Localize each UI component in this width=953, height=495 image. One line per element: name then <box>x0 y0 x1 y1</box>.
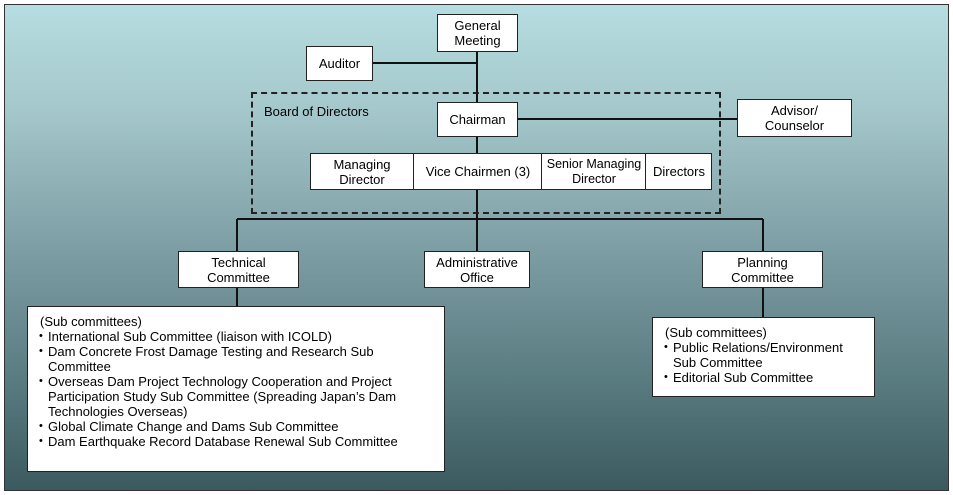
org-chart: Board of Directors General Meeting Audit… <box>4 4 949 491</box>
technical-subcommittees-list: International Sub Committee (liaison wit… <box>38 329 438 449</box>
vice-chairmen-label: Vice Chairmen (3) <box>425 164 531 179</box>
chairman-label: Chairman <box>449 112 506 127</box>
board-label: Board of Directors <box>264 104 369 119</box>
planning-subcommittees-box: (Sub committees) Public Relations/Enviro… <box>652 317 875 397</box>
managing-director-cell: Managing Director <box>311 154 413 189</box>
senior-managing-director-label: Senior Managing Director <box>546 156 642 186</box>
directors-label: Directors <box>652 164 705 179</box>
list-item: International Sub Committee (liaison wit… <box>38 329 438 344</box>
technical-subcommittees-box: (Sub committees) International Sub Commi… <box>27 306 445 472</box>
list-item: Editorial Sub Committee <box>663 370 866 385</box>
board-officers-row: Managing Director Vice Chairmen (3) Seni… <box>310 153 712 190</box>
technical-subcommittees-header: (Sub committees) <box>40 314 142 329</box>
chairman-box: Chairman <box>437 102 518 137</box>
list-item: Dam Concrete Frost Damage Testing and Re… <box>38 344 438 374</box>
list-item: Overseas Dam Project Technology Cooperat… <box>38 374 438 419</box>
board-of-directors-frame <box>251 92 721 214</box>
list-item: Global Climate Change and Dams Sub Commi… <box>38 419 438 434</box>
planning-committee-box: Planning Committee <box>702 251 823 288</box>
auditor-label: Auditor <box>318 56 361 71</box>
list-item: Public Relations/Environment Sub Committ… <box>663 340 866 370</box>
auditor-box: Auditor <box>306 46 373 81</box>
administrative-office-label: Administrative Office <box>436 254 518 285</box>
administrative-office-box: Administrative Office <box>424 251 530 288</box>
technical-committee-box: Technical Committee <box>178 251 299 288</box>
advisor-counselor-box: Advisor/ Counselor <box>737 99 852 137</box>
planning-subcommittees-header: (Sub committees) <box>665 325 767 340</box>
general-meeting-label: General Meeting <box>454 18 501 48</box>
vice-chairmen-cell: Vice Chairmen (3) <box>413 154 542 189</box>
managing-director-label: Managing Director <box>333 156 391 187</box>
list-item: Dam Earthquake Record Database Renewal S… <box>38 434 438 449</box>
advisor-counselor-label: Advisor/ Counselor <box>764 103 825 133</box>
planning-committee-label: Planning Committee <box>731 254 794 285</box>
planning-subcommittees-list: Public Relations/Environment Sub Committ… <box>663 340 866 385</box>
general-meeting-box: General Meeting <box>437 14 518 52</box>
connector-lines <box>236 52 764 317</box>
senior-managing-director-cell: Senior Managing Director <box>541 154 646 189</box>
technical-committee-label: Technical Committee <box>207 254 270 285</box>
directors-cell: Directors <box>645 154 712 189</box>
